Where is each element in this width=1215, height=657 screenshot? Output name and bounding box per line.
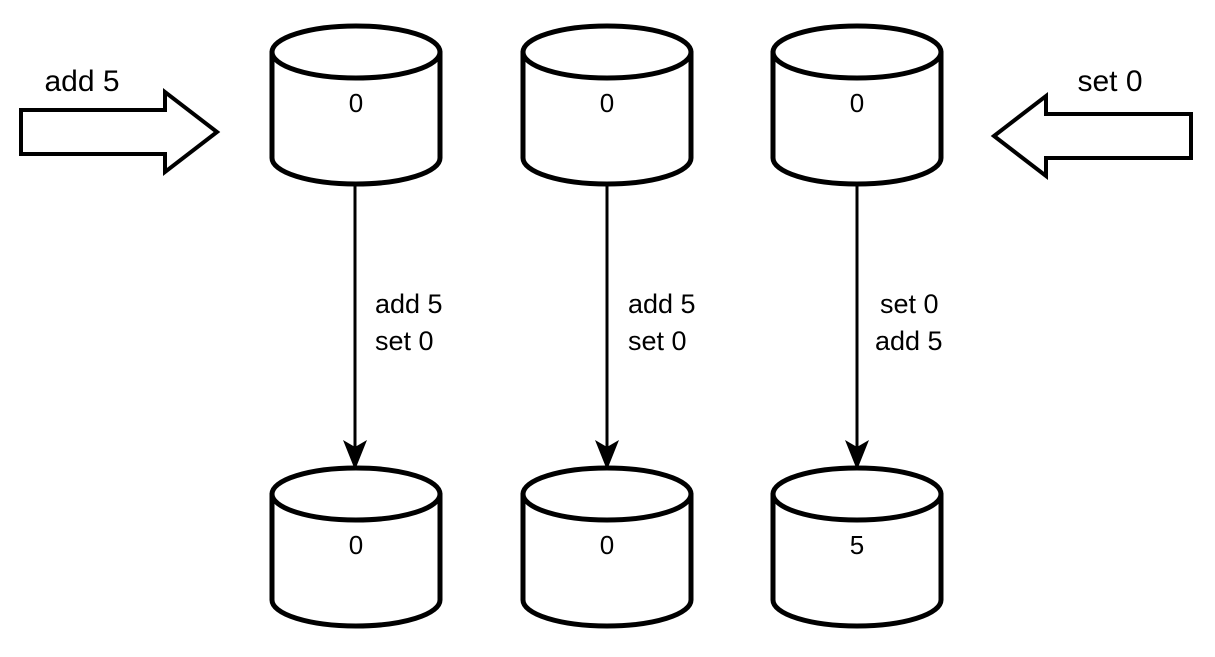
replica-2-bottom-cylinder[interactable]: 0 (520, 465, 694, 629)
replica-3-top-cylinder[interactable]: 0 (770, 23, 944, 187)
replica-2-bottom-value: 0 (600, 530, 614, 560)
replica-2-bottom-cylinder-lid (520, 465, 694, 523)
replica-2-top-cylinder-body (520, 49, 694, 187)
left-client-arrow-label: add 5 (44, 65, 119, 98)
replica-3-operation-2: add 5 (875, 326, 943, 356)
replica-2-connector (595, 186, 619, 470)
right-client-arrow[interactable] (990, 91, 1193, 181)
replica-1-top-value: 0 (349, 88, 363, 118)
replica-2-top-value: 0 (600, 88, 614, 118)
replica-1-operation-2: set 0 (375, 326, 434, 356)
replica-1-top-cylinder-lid (269, 23, 443, 81)
replica-2-connector-arrowhead (595, 440, 619, 470)
replica-1-bottom-cylinder[interactable]: 0 (269, 465, 443, 629)
replica-1-bottom-cylinder-lid (269, 465, 443, 523)
replica-2-operation-2: set 0 (628, 326, 687, 356)
replica-2-top-cylinder[interactable]: 0 (520, 23, 694, 187)
replica-3-top-cylinder-body (770, 49, 944, 187)
replica-1-connector-arrowhead (343, 440, 367, 470)
replica-2-bottom-cylinder-body (520, 491, 694, 629)
replica-2-top-cylinder-lid (520, 23, 694, 81)
replica-3-connector-arrowhead (845, 440, 869, 470)
replica-3-bottom-value: 5 (850, 530, 864, 560)
replica-3-top-cylinder-lid (770, 23, 944, 81)
replica-1-top-cylinder[interactable]: 0 (269, 23, 443, 187)
replica-3-bottom-cylinder[interactable]: 5 (770, 465, 944, 629)
replica-1-operation-1: add 5 (375, 289, 443, 319)
replica-3-top-value: 0 (850, 88, 864, 118)
replica-3-connector (845, 186, 869, 470)
left-client-arrow-shape (19, 87, 221, 177)
right-client-arrow-shape (990, 91, 1193, 181)
right-client-arrow-label: set 0 (1077, 65, 1142, 98)
replica-1-connector (343, 186, 367, 470)
replica-3-operation-1: set 0 (880, 289, 939, 319)
replica-2-operation-1: add 5 (628, 289, 696, 319)
replica-1-top-cylinder-body (269, 49, 443, 187)
replica-1-bottom-value: 0 (349, 530, 363, 560)
replica-1-bottom-cylinder-body (269, 491, 443, 629)
replica-3-bottom-cylinder-body (770, 491, 944, 629)
replica-3-bottom-cylinder-lid (770, 465, 944, 523)
left-client-arrow[interactable] (19, 87, 221, 177)
